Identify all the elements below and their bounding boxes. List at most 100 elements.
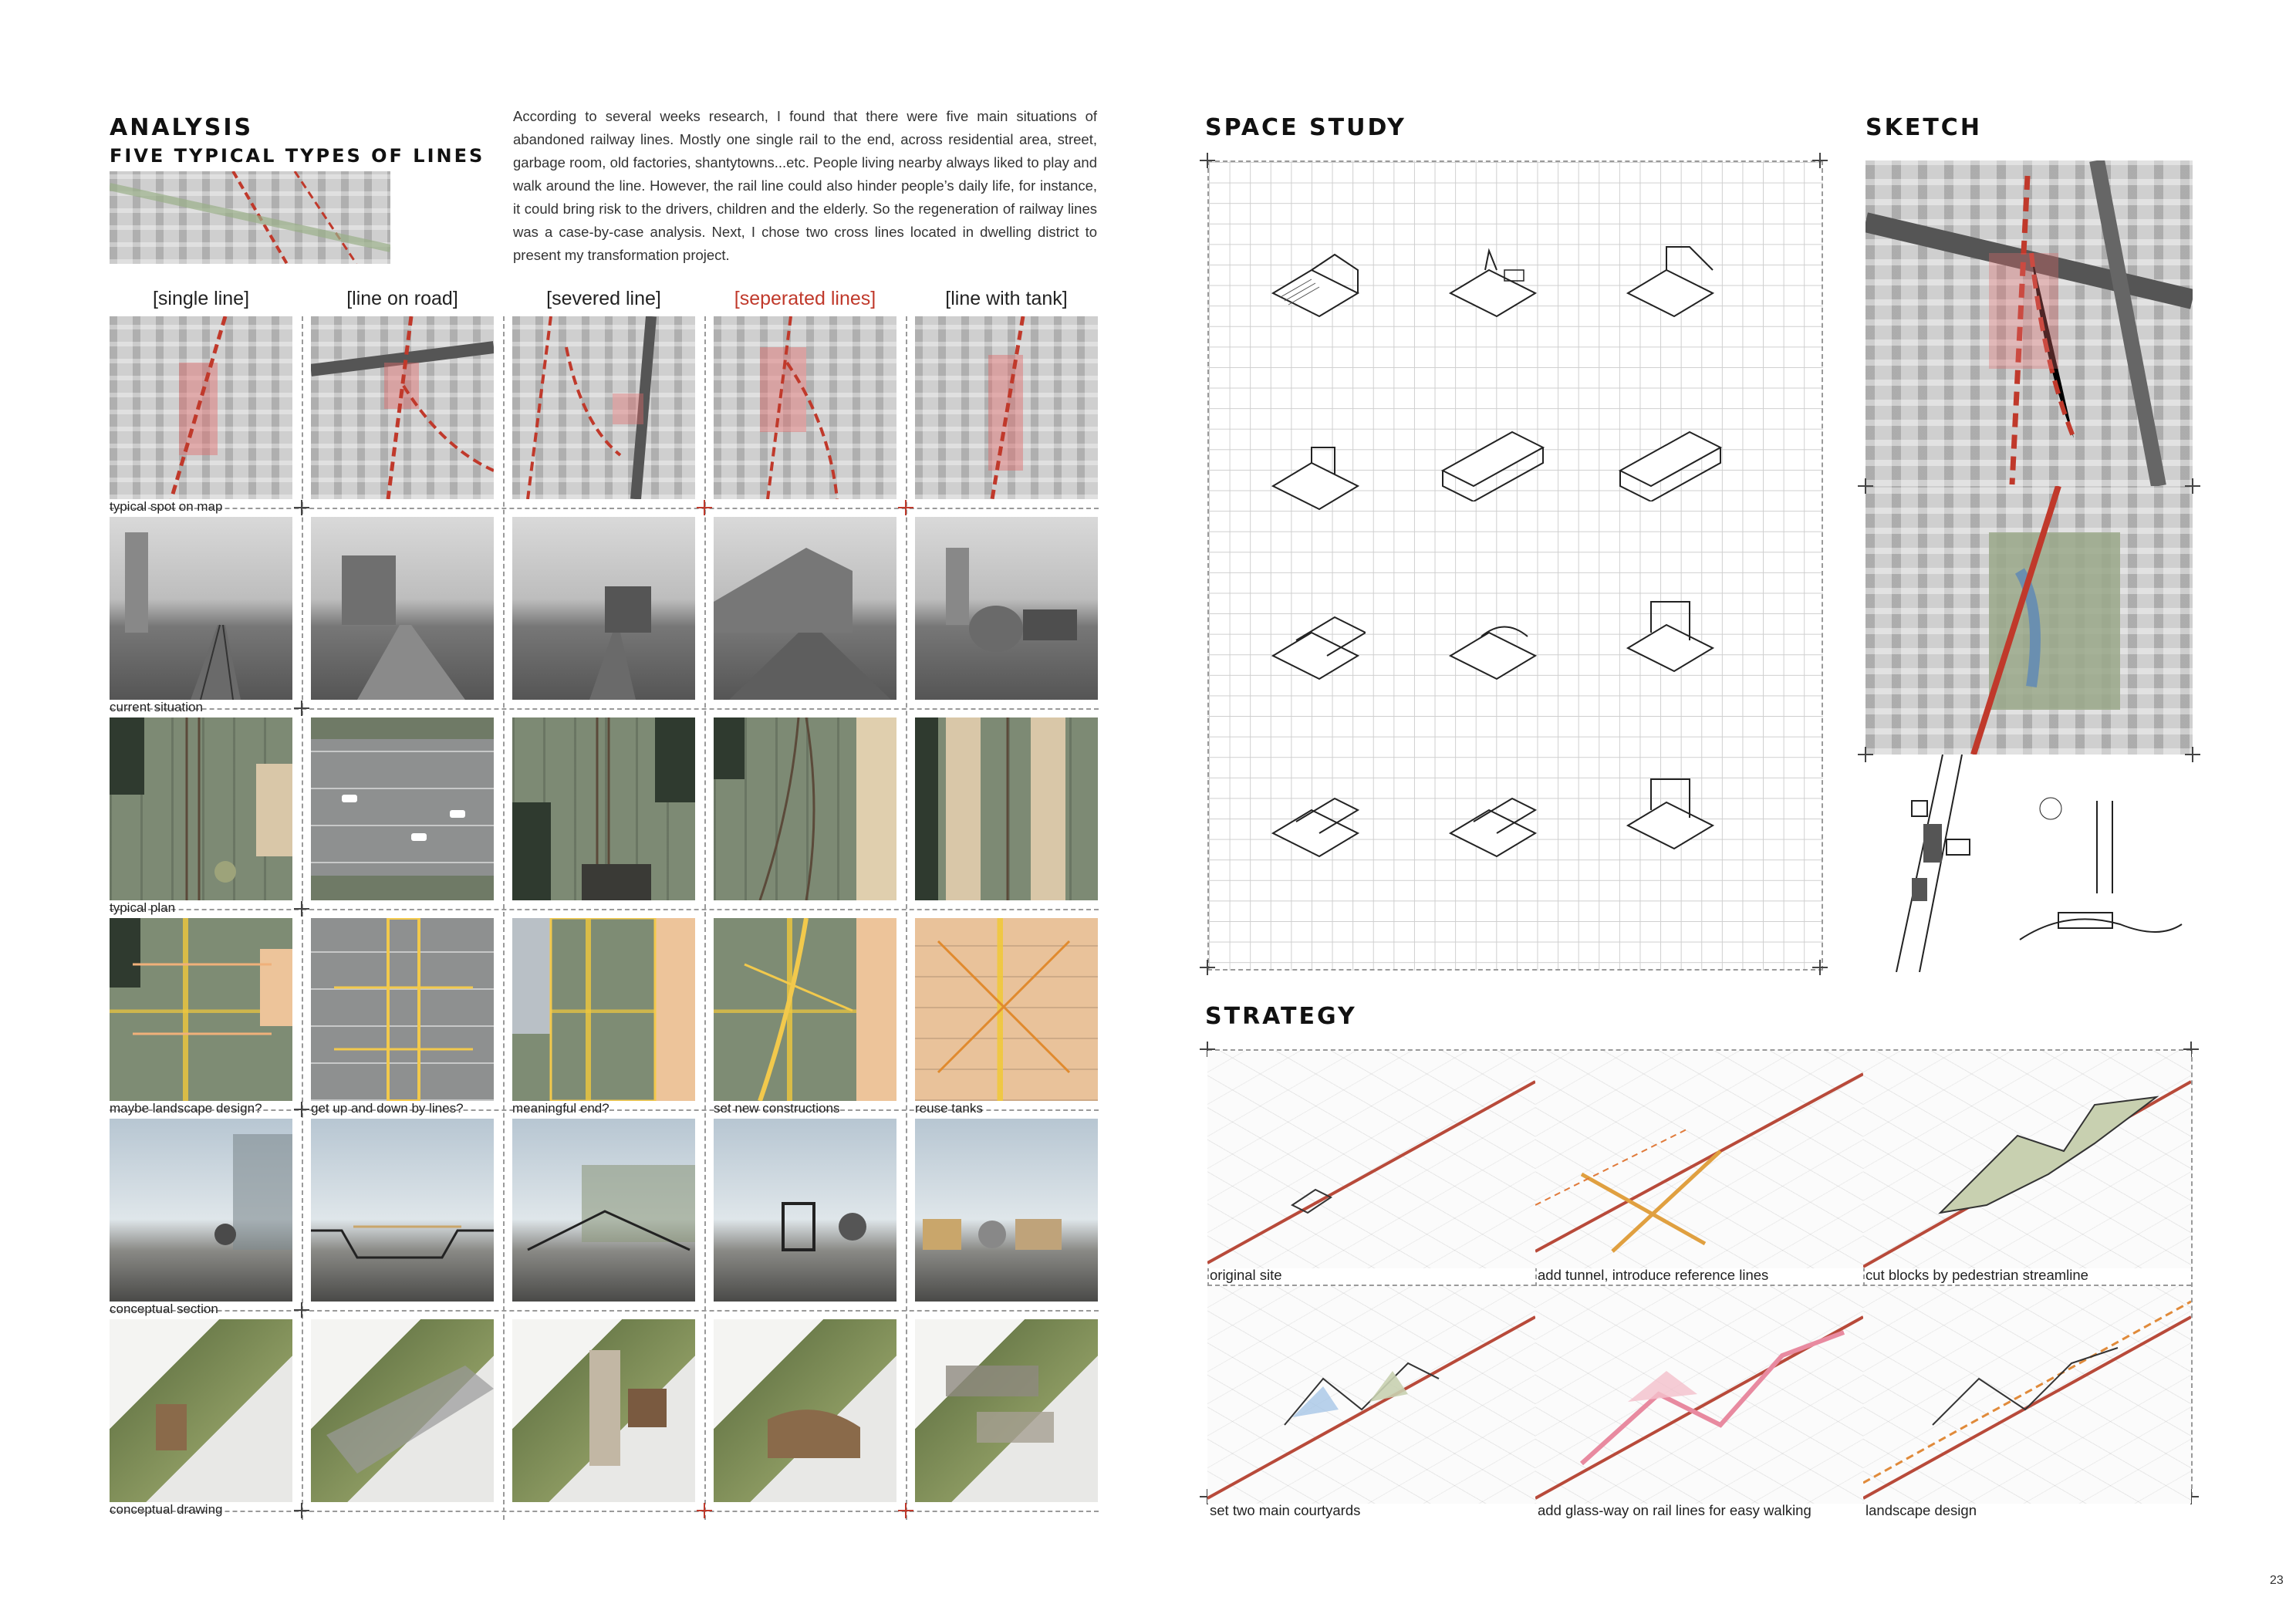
row-caption-photo: current situation xyxy=(110,700,203,714)
grid-divider xyxy=(110,1511,1099,1512)
crosshair-mark xyxy=(1812,153,1828,168)
crosshair-mark xyxy=(294,701,309,716)
crosshair-mark xyxy=(697,1503,712,1518)
grid-divider xyxy=(906,316,907,1520)
strategy-frame xyxy=(1863,1049,1865,1497)
isometric-study-10 xyxy=(1271,797,1360,858)
strategy-caption-4: set two main courtyards xyxy=(1210,1502,1361,1518)
section-tile-single-line xyxy=(110,1119,292,1302)
analysis-title: ANALYSIS xyxy=(110,114,254,141)
crosshair-mark xyxy=(2185,747,2200,762)
strategy-frame xyxy=(1207,1049,1209,1497)
grid-divider xyxy=(110,708,1099,710)
section-tile-line-with-tank xyxy=(915,1119,1098,1302)
proposal-tile-line-on-road xyxy=(311,918,494,1101)
section-tile-line-on-road xyxy=(311,1119,494,1302)
crosshair-mark xyxy=(294,500,309,515)
map-tile-single-line xyxy=(110,316,292,499)
crosshair-mark xyxy=(1200,960,1215,975)
isometric-study-6 xyxy=(1618,430,1723,501)
photo-tile-line-with-tank xyxy=(915,517,1098,700)
column-header-seperated-lines: [seperated lines] xyxy=(734,288,876,309)
plan-tile-seperated-lines xyxy=(714,717,896,900)
strategy-tile-landscape xyxy=(1863,1286,2191,1504)
grid-divider xyxy=(110,909,1099,910)
sketch-map-lower xyxy=(1866,486,2193,755)
crosshair-mark xyxy=(294,1102,309,1117)
isometric-study-5 xyxy=(1440,430,1545,501)
crosshair-mark xyxy=(2185,478,2200,494)
crosshair-mark xyxy=(697,500,712,515)
proposal-caption-seperated-lines: set new constructions xyxy=(714,1101,840,1116)
section-tile-seperated-lines xyxy=(714,1119,896,1302)
isometric-study-11 xyxy=(1448,797,1538,858)
plan-tile-severed-line xyxy=(512,717,695,900)
crosshair-mark xyxy=(1858,747,1873,762)
section-tile-severed-line xyxy=(512,1119,695,1302)
row-caption-plan: typical plan xyxy=(110,900,176,915)
row-caption-concept: conceptual drawing xyxy=(110,1502,223,1517)
sketch-title: SKETCH xyxy=(1866,114,1982,141)
concept-tile-single-line xyxy=(110,1319,292,1502)
grid-divider xyxy=(302,316,303,1520)
grid-divider xyxy=(503,316,505,1520)
crosshair-mark xyxy=(898,1503,913,1518)
concept-tile-line-on-road xyxy=(311,1319,494,1502)
proposal-caption-line-with-tank: reuse tanks xyxy=(915,1101,983,1116)
sketch-hand-drawing xyxy=(1866,755,2193,972)
crosshair-mark xyxy=(898,500,913,515)
strategy-caption-5: add glass-way on rail lines for easy wal… xyxy=(1538,1502,1811,1518)
crosshair-mark xyxy=(2183,1489,2199,1504)
concept-tile-line-with-tank xyxy=(915,1319,1098,1502)
crosshair-mark xyxy=(294,901,309,917)
plan-tile-line-on-road xyxy=(311,717,494,900)
photo-tile-seperated-lines xyxy=(714,517,896,700)
map-tile-line-on-road xyxy=(311,316,494,499)
photo-tile-single-line xyxy=(110,517,292,700)
plan-tile-line-with-tank xyxy=(915,717,1098,900)
row-caption-section: conceptual section xyxy=(110,1302,218,1316)
concept-tile-seperated-lines xyxy=(714,1319,896,1502)
grid-divider xyxy=(110,1310,1099,1312)
concept-tile-severed-line xyxy=(512,1319,695,1502)
column-header-severed-line: [severed line] xyxy=(546,288,661,309)
isometric-study-1 xyxy=(1271,253,1360,318)
sketch-map-upper xyxy=(1866,160,2193,486)
map-tile-line-with-tank xyxy=(915,316,1098,499)
map-tile-severed-line xyxy=(512,316,695,499)
strategy-tile-cut-blocks xyxy=(1863,1051,2191,1268)
crosshair-mark xyxy=(294,1302,309,1318)
strategy-frame xyxy=(1207,1049,2191,1051)
photo-tile-line-on-road xyxy=(311,517,494,700)
map-tile-seperated-lines xyxy=(714,316,896,499)
grid-divider xyxy=(704,316,706,1520)
strategy-caption-1: original site xyxy=(1210,1267,1282,1283)
isometric-study-3 xyxy=(1626,246,1715,318)
isometric-study-2 xyxy=(1448,248,1538,318)
proposal-tile-severed-line xyxy=(512,918,695,1101)
column-header-line-with-tank: [line with tank] xyxy=(945,288,1068,309)
column-header-line-on-road: [line on road] xyxy=(346,288,458,309)
analysis-subtitle: FIVE TYPICAL TYPES OF LINES xyxy=(110,145,485,167)
proposal-caption-severed-line: meaningful end? xyxy=(512,1101,609,1116)
strategy-tile-add-tunnel xyxy=(1535,1051,1863,1268)
grid-divider xyxy=(110,508,1099,509)
crosshair-mark xyxy=(1858,478,1873,494)
proposal-caption-line-on-road: get up and down by lines? xyxy=(311,1101,464,1116)
strategy-title: STRATEGY xyxy=(1205,1003,1357,1030)
proposal-caption-single-line: maybe landscape design? xyxy=(110,1101,262,1116)
isometric-study-8 xyxy=(1448,626,1538,680)
isometric-study-12 xyxy=(1626,778,1715,850)
proposal-tile-single-line xyxy=(110,918,292,1101)
page-number: 23 xyxy=(2270,1574,2284,1587)
crosshair-mark xyxy=(294,1503,309,1518)
strategy-frame xyxy=(2191,1049,2193,1497)
strategy-frame xyxy=(1207,1285,2191,1286)
strategy-tile-glass-way xyxy=(1535,1286,1863,1504)
crosshair-mark xyxy=(1812,960,1828,975)
crosshair-mark xyxy=(1200,1042,1215,1057)
analysis-paragraph: According to several weeks research, I f… xyxy=(513,108,1097,263)
plan-tile-single-line xyxy=(110,717,292,900)
strategy-tile-original-site xyxy=(1207,1051,1535,1268)
isometric-study-9 xyxy=(1626,601,1715,673)
